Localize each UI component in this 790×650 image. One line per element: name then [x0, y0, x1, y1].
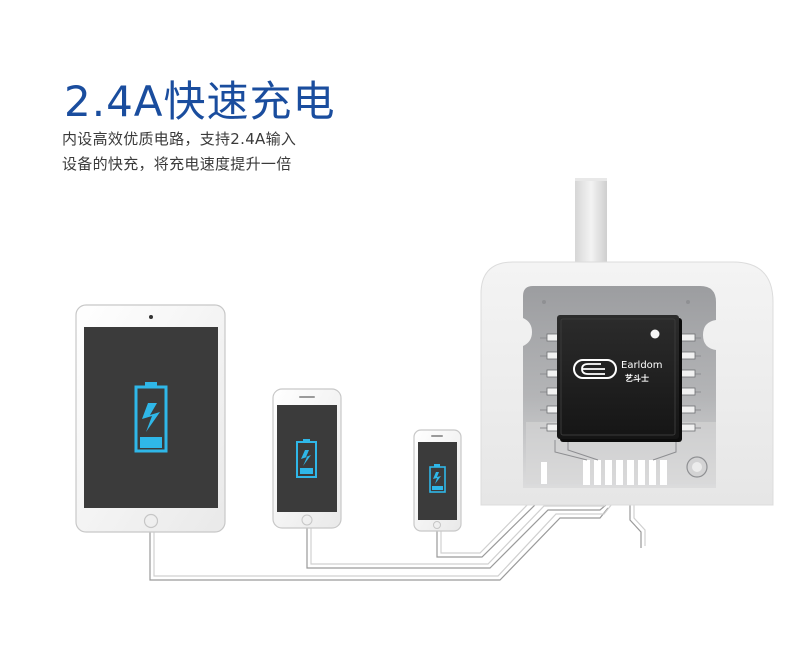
tablet-screen — [84, 327, 218, 508]
battery-charging-icon — [296, 439, 317, 478]
chip-brand-cn: 艺斗士 — [625, 373, 649, 383]
phone-large — [272, 388, 342, 529]
chip-brand-en: Earldom — [621, 360, 663, 371]
tablet — [75, 304, 226, 533]
chip — [557, 315, 679, 439]
description-line-1: 内设高效优质电路，支持2.4A输入 — [62, 130, 297, 148]
charger-prong — [575, 178, 607, 270]
battery-charging-icon — [429, 464, 446, 493]
phone-small-screen — [418, 442, 457, 520]
tablet-home-button — [143, 513, 159, 529]
phone-small — [413, 429, 462, 532]
phone-large-home-button — [301, 514, 313, 526]
headline: 2.4A快速充电 — [64, 77, 336, 126]
chip-indicator-dot — [650, 329, 660, 339]
phone-small-home-button — [433, 521, 441, 529]
tablet-camera — [149, 315, 153, 319]
charger: Earldom 艺斗士 — [480, 178, 774, 506]
earldom-logo-icon — [573, 359, 617, 379]
board-contact-pads — [583, 460, 667, 485]
description-line-2: 设备的快充，将充电速度提升一倍 — [62, 155, 292, 173]
cable-tablet — [149, 503, 613, 581]
battery-charging-icon — [134, 382, 168, 453]
chip-pins — [546, 333, 696, 432]
